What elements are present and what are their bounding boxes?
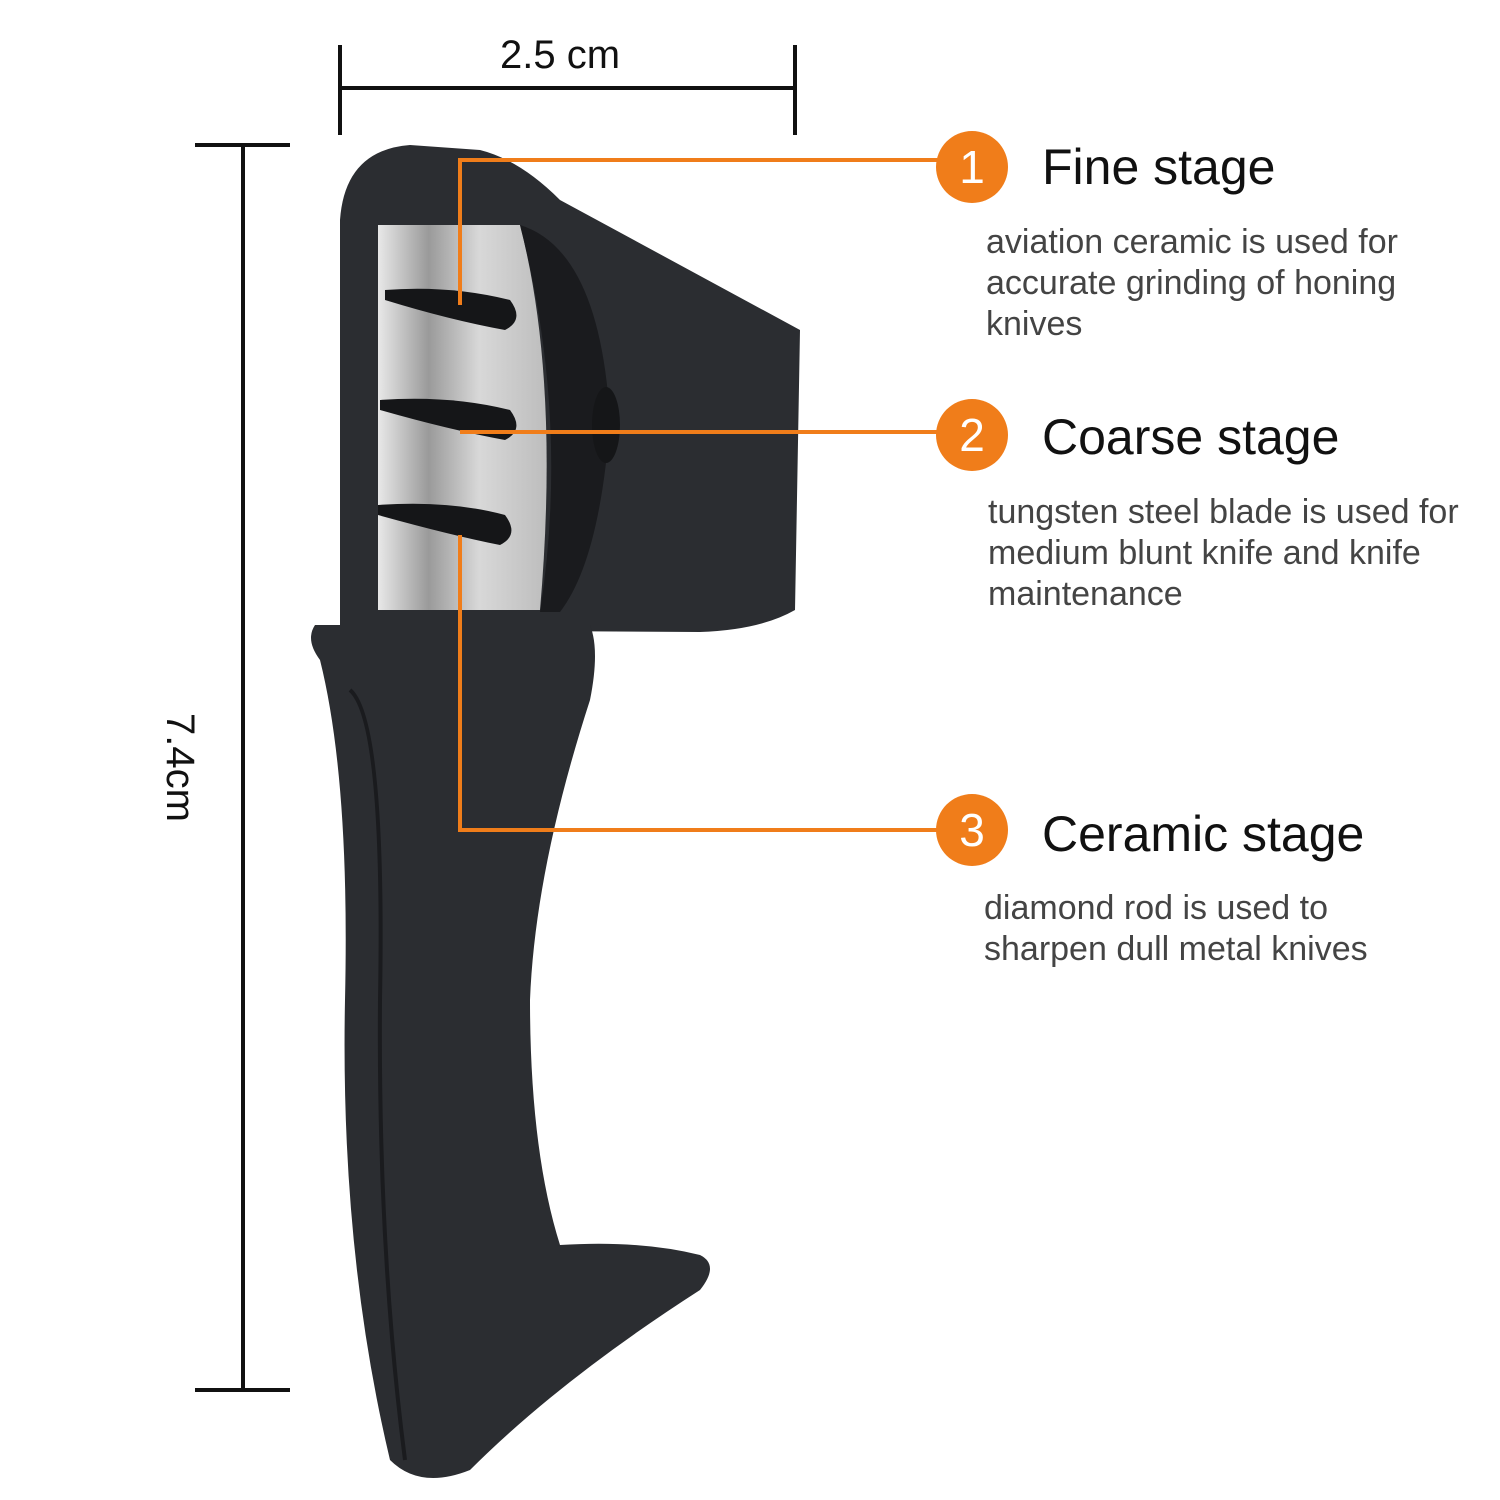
callout-lines (458, 158, 940, 832)
stage-1-badge: 1 (936, 131, 1008, 203)
height-dimension-line (195, 143, 290, 1392)
stage-2-title: Coarse stage (1042, 409, 1340, 465)
stage-2-description: tungsten steel blade is used for medium … (988, 493, 1459, 613)
callout-line-fine (458, 158, 940, 305)
width-label: 2.5 cm (500, 33, 621, 77)
width-dimension-line (338, 45, 797, 135)
stage-2-badge: 2 (936, 399, 1008, 471)
sharpener-handle (311, 625, 710, 1478)
height-label: 7.4cm (157, 713, 202, 822)
stage-3-badge: 3 (936, 794, 1008, 866)
callout-line-ceramic (458, 535, 940, 832)
stage-3-description: diamond rod is used to sharpen dull meta… (984, 889, 1368, 968)
stage-3-title: Ceramic stage (1042, 806, 1365, 862)
stage-1-description: aviation ceramic is used for accurate gr… (986, 223, 1398, 343)
sharpening-slots (378, 288, 517, 545)
stage-1-title: Fine stage (1042, 139, 1276, 195)
